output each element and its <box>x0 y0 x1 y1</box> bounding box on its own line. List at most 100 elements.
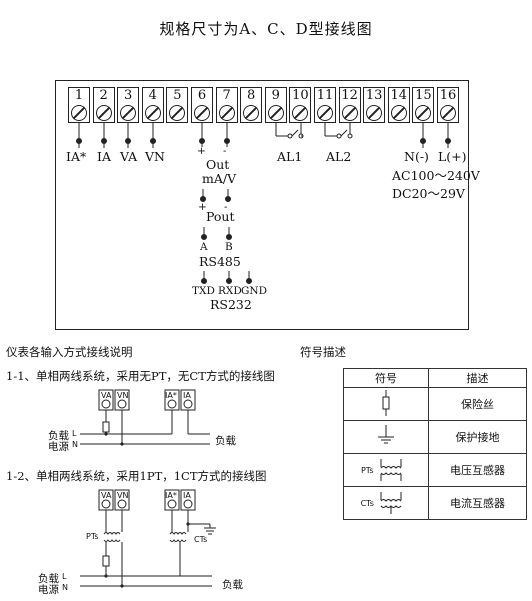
case1-load-left: 负载 <box>48 430 69 442</box>
fuse-symbol-cell <box>343 387 429 421</box>
terminal-number: 3 <box>124 88 133 103</box>
screw-icon <box>317 105 333 121</box>
case2-source: 电源 <box>38 584 59 596</box>
terminal-number: 13 <box>365 88 383 103</box>
desc-col-header: 描述 <box>428 368 527 388</box>
terminal-7: 7 <box>215 87 238 123</box>
label-rs232: RS232 <box>210 297 252 312</box>
terminal-6: 6 <box>191 87 213 123</box>
label-rs485-a: A <box>200 241 208 253</box>
case1-l: L <box>72 429 77 438</box>
terminal-number: 12 <box>341 88 358 103</box>
label-va: VA <box>120 149 138 164</box>
terminal-1: 1 <box>68 87 90 123</box>
table-row: CTs 电流互感器 <box>343 486 527 520</box>
terminal-number: 8 <box>247 88 256 103</box>
table-row: 保护接地 <box>343 420 527 454</box>
case2-n: N <box>62 583 68 592</box>
terminal-16: 16 <box>437 87 459 123</box>
case1-diagram <box>80 389 210 446</box>
symbol-col-header: 符号 <box>343 368 429 388</box>
case1-ia-star: IA* <box>165 391 177 400</box>
label-ia: IA <box>97 149 111 164</box>
case2-diagram <box>80 489 216 588</box>
voltage-transformer-icon <box>380 459 402 481</box>
case1-load-right: 负载 <box>215 435 236 447</box>
panel-wiring <box>76 123 451 284</box>
case2-va: VA <box>101 491 112 500</box>
case1-title: 1-1、单相两线系统，采用无PT，无CT方式的接线图 <box>6 369 275 383</box>
terminal-15: 15 <box>412 87 435 123</box>
screw-icon <box>194 105 210 121</box>
case2-ia-star: IA* <box>165 491 177 500</box>
pt-symbol-label: PTs <box>360 466 374 475</box>
label-out-plus: + <box>197 145 206 157</box>
terminal-14: 14 <box>387 87 410 123</box>
label-pout: Pout <box>206 209 235 224</box>
symbol-desc: 保护接地 <box>428 420 527 454</box>
fuse-icon <box>382 389 390 416</box>
label-rs485-b: B <box>225 241 233 253</box>
pt-symbol-cell: PTs <box>343 453 429 487</box>
terminal-2: 2 <box>92 87 115 123</box>
terminal-11: 11 <box>314 87 336 123</box>
terminal-9: 9 <box>264 87 287 123</box>
screw-icon <box>440 105 456 121</box>
screw-icon <box>366 105 383 121</box>
label-ac-range: AC100～240V <box>392 168 480 183</box>
table-row: 保险丝 <box>343 387 527 421</box>
screw-icon <box>267 105 284 121</box>
screw-icon <box>341 105 358 121</box>
screw-icon <box>218 105 235 121</box>
screw-icon <box>120 105 137 121</box>
terminal-number: 9 <box>271 88 280 103</box>
terminal-4: 4 <box>141 87 164 123</box>
screw-icon <box>144 105 161 121</box>
case1-va: VA <box>101 391 112 400</box>
terminal-number: 4 <box>148 88 157 103</box>
case1-ia: IA <box>183 391 191 400</box>
screw-icon <box>243 105 260 121</box>
wiring-section-title: 仪表各输入方式接线说明 <box>6 345 133 359</box>
label-l: L(+) <box>438 149 467 164</box>
label-al2: AL2 <box>326 149 352 164</box>
screw-icon <box>390 105 407 121</box>
symbol-table-header: 符号 描述 <box>343 368 527 388</box>
terminal-number: 10 <box>292 88 309 103</box>
screw-icon <box>415 105 432 121</box>
label-ia-star: IA* <box>66 149 87 164</box>
terminal-number: 7 <box>222 88 231 103</box>
terminal-number: 2 <box>99 88 108 103</box>
screw-icon <box>71 105 87 121</box>
case2-load-right: 负载 <box>222 579 243 591</box>
label-out-minus: - <box>223 145 227 157</box>
terminal-number: 14 <box>390 88 408 103</box>
screw-icon <box>292 105 309 121</box>
symbol-table: 符号 描述 保险丝 保护接地 PTs <box>343 368 527 520</box>
ground-icon <box>378 424 394 443</box>
case1-source: 电源 <box>48 441 69 453</box>
case2-pts: PTs <box>86 532 99 541</box>
symbol-desc: 电压互感器 <box>428 453 527 487</box>
label-out: Out <box>206 157 230 172</box>
terminal-number: 6 <box>197 88 207 103</box>
label-n: N(-) <box>404 149 429 164</box>
screw-icon <box>169 105 186 121</box>
case2-vn: VN <box>117 491 129 500</box>
label-pout-minus: - <box>224 201 228 213</box>
case2-title: 1-2、单相两线系统，采用1PT，1CT方式的接线图 <box>6 469 267 483</box>
label-vn: VN <box>145 149 165 164</box>
label-out-unit: mA/V <box>202 171 237 186</box>
screw-icon <box>95 105 112 121</box>
terminal-12: 12 <box>338 87 361 123</box>
label-al1: AL1 <box>277 149 303 164</box>
terminal-8: 8 <box>240 87 263 123</box>
label-pout-plus: + <box>198 201 207 213</box>
ground-symbol-cell <box>343 420 429 454</box>
case1-vn: VN <box>117 391 129 400</box>
terminal-number: 5 <box>173 88 182 103</box>
current-transformer-icon <box>380 492 402 514</box>
symbol-section-title: 符号描述 <box>300 345 346 359</box>
case2-cts: CTs <box>194 535 208 544</box>
symbol-desc: 电流互感器 <box>428 486 527 520</box>
